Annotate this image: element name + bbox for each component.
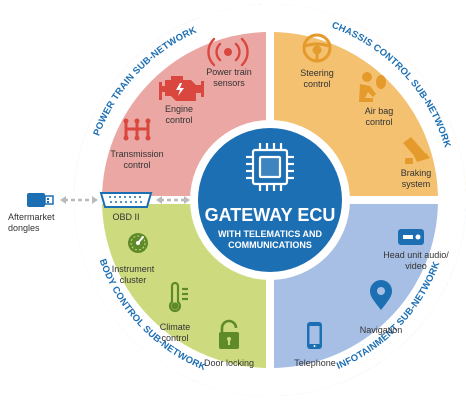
navigation-label: Navigation: [352, 325, 410, 336]
obd-label: OBD II: [112, 212, 140, 222]
engine-control-label: Engine control: [152, 104, 206, 126]
climate-control-line1: Climate: [159, 322, 191, 332]
instrument-cluster-label: Instrument cluster: [100, 264, 166, 286]
gauge-icon: [128, 233, 148, 253]
navigation-line1: Navigation: [359, 325, 403, 335]
head-unit-label: Head unit audio/ video: [378, 250, 454, 272]
airbag-control-label: Air bag control: [356, 106, 402, 128]
telephone-line1: Telephone: [294, 358, 336, 368]
gateway-subtitle-line2: COMMUNICATIONS: [228, 240, 312, 250]
airbag-control-line1: Air bag: [364, 106, 394, 116]
head-unit-line1: Head unit audio/: [383, 250, 449, 260]
obd-connector-icon: [99, 192, 153, 208]
dongle-to-obd-arrow: [60, 196, 98, 204]
braking-system-line2: system: [401, 179, 431, 189]
telephone-label: Telephone: [288, 358, 342, 369]
transmission-control-line2: control: [123, 160, 151, 170]
usb-dongle-icon: [27, 193, 54, 207]
airbag-control-line2: control: [365, 117, 393, 127]
power-train-sensors-line1: Power train: [206, 67, 252, 77]
brake-pedal-icon: [403, 137, 430, 164]
aftermarket-dongles-line1: Aftermarket: [8, 212, 55, 222]
chip-icon: [246, 143, 294, 191]
phone-icon: [307, 322, 322, 349]
engine-control-line2: control: [165, 115, 193, 125]
head-unit-line2: video: [405, 261, 427, 271]
steering-control-label: Steering control: [290, 68, 344, 90]
engine-icon: [159, 76, 204, 101]
transmission-control-line1: Transmission: [110, 149, 164, 159]
braking-system-label: Braking system: [392, 168, 440, 190]
climate-control-line2: control: [161, 333, 189, 343]
obd-to-gateway-arrow: [156, 196, 190, 204]
map-pin-icon: [370, 280, 392, 310]
gateway-subtitle-line1: WITH TELEMATICS AND: [218, 229, 322, 239]
thermometer-icon: [168, 281, 188, 313]
gateway-title: GATEWAY ECU: [205, 205, 336, 225]
instrument-cluster-line2: cluster: [119, 275, 147, 285]
transmission-control-label: Transmission control: [102, 149, 172, 171]
airbag-icon: [359, 72, 386, 102]
transmission-icon: [123, 118, 151, 141]
gateway-ecu-core: [198, 128, 342, 272]
power-train-sensors-line2: sensors: [213, 78, 245, 88]
radio-icon: [398, 229, 424, 245]
braking-system-line1: Braking: [400, 168, 432, 178]
steering-wheel-icon: [302, 33, 332, 63]
steering-control-line1: Steering: [300, 68, 334, 78]
power-train-sensor-icon: [207, 37, 249, 67]
door-locking-label: Door locking: [196, 358, 262, 369]
engine-control-line1: Engine: [164, 104, 194, 114]
climate-control-label: Climate control: [150, 322, 200, 344]
steering-control-line2: control: [303, 79, 331, 89]
instrument-cluster-line1: Instrument: [111, 264, 155, 274]
aftermarket-dongles-label: Aftermarket dongles: [8, 212, 68, 234]
power-train-sensors-label: Power train sensors: [198, 67, 260, 89]
padlock-icon: [219, 319, 239, 349]
aftermarket-dongles-line2: dongles: [8, 223, 40, 233]
door-locking-line1: Door locking: [203, 358, 255, 368]
